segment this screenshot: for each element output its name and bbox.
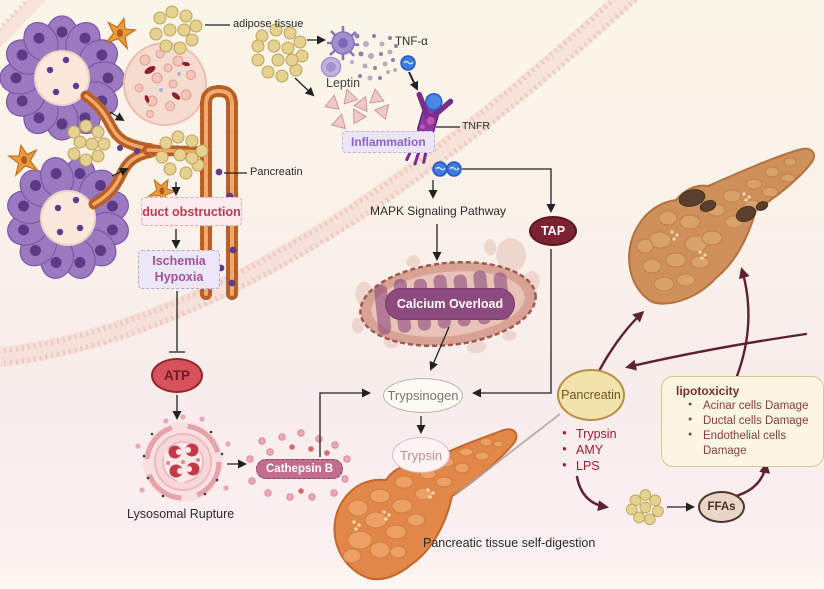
release-lines: [454, 413, 561, 496]
adipose-cluster-source: [251, 23, 309, 83]
signal-dots: [432, 161, 462, 177]
pancreas-necrotic: [628, 147, 816, 305]
pancreatin-node: Pancreatin: [557, 369, 625, 421]
lipotoxicity-item: Acinar cells Damage: [688, 399, 815, 414]
enzyme-item: AMY: [562, 443, 617, 457]
macrophage-cells: [320, 26, 360, 78]
cathepsin-granules: [246, 429, 351, 501]
lipotoxicity-item: Ductal cells Damage: [688, 414, 815, 429]
membrane-band: [0, 0, 640, 368]
feedback-arrows: [575, 267, 808, 512]
membrane-band-corner: [0, 0, 47, 48]
trypsinogen-node: Trypsinogen: [383, 378, 463, 413]
lipotoxicity-item: Endothelial cells Damage: [688, 429, 815, 459]
enzyme-item: LPS: [562, 459, 617, 473]
self-digestion-label: Pancreatic tissue self-digestion: [423, 536, 596, 550]
duct-obstruction-badge: duct obstruction: [141, 197, 242, 226]
adipose-cluster-mid: [67, 119, 111, 167]
lipotoxicity-title: lipotoxicity: [676, 384, 740, 398]
lipotoxicity-box: lipotoxicity Acinar cells Damage Ductal …: [661, 376, 824, 467]
adipose-tissue-label: adipose tissue: [233, 18, 304, 30]
cytokine-dots: [350, 33, 398, 81]
tnf-alpha-label: TNF-α: [395, 36, 428, 48]
calcium-overload-badge: Calcium Overload: [385, 288, 515, 320]
tap-node: TAP: [529, 216, 577, 246]
cathepsin-b-badge: Cathepsin B: [256, 459, 344, 479]
ischemia-hypoxia-badge: Ischemia Hypoxia: [138, 250, 220, 290]
hypoxia-line: Hypoxia: [154, 269, 204, 284]
mapk-label: MAPK Signaling Pathway: [369, 204, 507, 218]
trypsin-node: Trypsin: [392, 437, 450, 473]
lysosomal-rupture-label: Lysosomal Rupture: [127, 507, 235, 521]
adipose-cluster-ffa: [625, 489, 664, 526]
acinar-cells-illustration: [0, 5, 238, 300]
pancreas-self-digestion: [333, 428, 518, 581]
fat-necrosis-tissue: [123, 42, 207, 126]
enzyme-list: Trypsin AMY LPS: [562, 427, 617, 475]
enzyme-item: Trypsin: [562, 427, 617, 441]
blood-vessel: [200, 84, 238, 300]
pancreatin-duct-label: Pancreatin: [250, 166, 303, 178]
tnfr-label: TNFR: [462, 120, 490, 132]
leptin-triangles: [324, 88, 390, 130]
atp-node: ATP: [151, 358, 203, 393]
ischemia-line: Ischemia: [152, 254, 206, 268]
leptin-label: Leptin: [326, 76, 361, 90]
tnf-ligand: [400, 55, 416, 71]
inflammation-badge: Inflammation: [342, 131, 435, 153]
lysosome-rupture-illustration: [135, 414, 231, 502]
ffas-node: FFAs: [698, 491, 745, 523]
connector-arrows: [169, 24, 695, 512]
